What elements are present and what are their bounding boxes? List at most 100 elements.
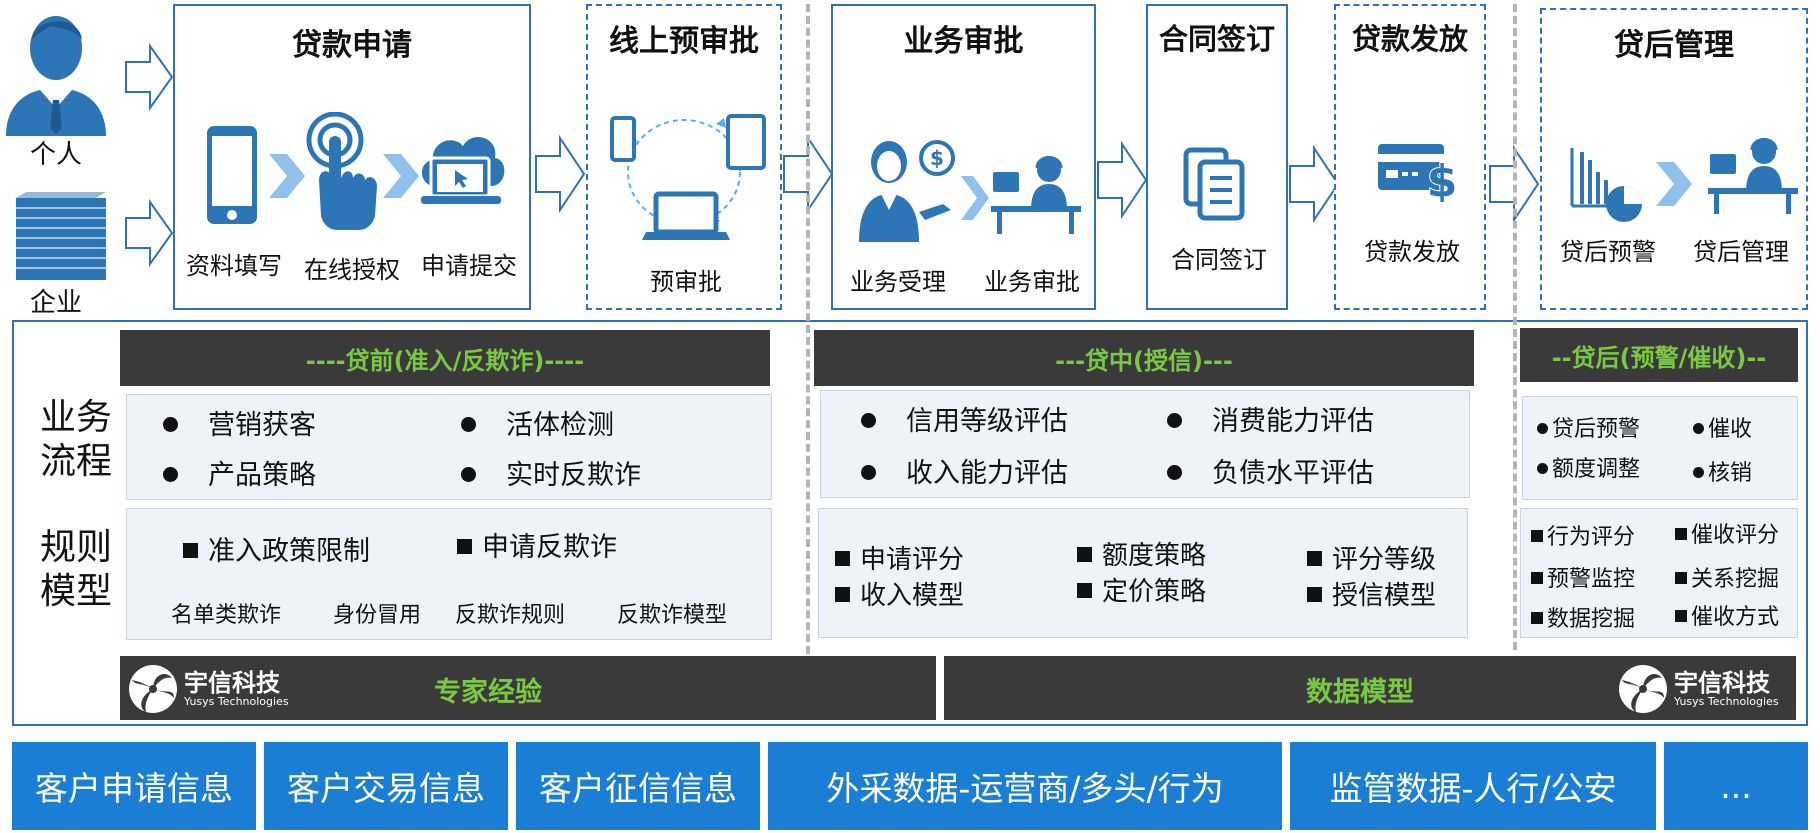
list-item: 评分等级 — [1307, 539, 1436, 576]
stage-title: 贷款发放 — [1351, 22, 1468, 56]
phase-divider — [806, 4, 810, 654]
arrow-right-icon — [125, 198, 174, 268]
list-item: 反欺诈模型 — [617, 603, 728, 628]
step-label: 在线授权 — [304, 256, 400, 284]
list-item: 名单类欺诈 — [171, 603, 282, 628]
step-label: 贷后预警 — [1560, 238, 1656, 266]
bar-chart-icon — [1570, 148, 1642, 222]
list-item: 定价策略 — [1077, 571, 1206, 608]
data-source-item: 客户交易信息 — [264, 742, 508, 830]
stage-post-loan-management: 贷后管理 贷后预警 贷后管理 — [1540, 8, 1808, 310]
touch-hand-icon — [306, 112, 377, 230]
expert-experience-bar: 宇信科技 Yusys Technologies 专家经验 — [120, 656, 936, 720]
list-item: 催收评分 — [1675, 517, 1779, 549]
list-item: 消费能力评估 — [1167, 399, 1374, 438]
individual-label: 个人 — [29, 140, 82, 170]
list-item: 产品策略 — [163, 453, 316, 492]
list-item: 营销获客 — [163, 403, 316, 442]
person-icon — [6, 16, 106, 136]
post-loan-rules-box: 行为评分 催收评分 预警监控 关系挖掘 数据挖掘 催收方式 — [1520, 508, 1798, 638]
building-icon — [16, 192, 106, 280]
data-source-item: 外采数据-运营商/多头/行为 — [768, 742, 1282, 830]
list-item: 授信模型 — [1307, 575, 1436, 612]
step-label: 贷款发放 — [1364, 238, 1460, 266]
step-label: 资料填写 — [186, 252, 282, 280]
data-source-item: 客户申请信息 — [12, 742, 256, 830]
list-item: 催收方式 — [1675, 599, 1779, 631]
enterprise-customer: 企业 — [0, 190, 112, 320]
company-logo: 宇信科技 Yusys Technologies — [128, 664, 289, 714]
data-source-item: 客户征信信息 — [516, 742, 760, 830]
enterprise-label: 企业 — [29, 288, 82, 318]
chevron-right-icon — [961, 176, 989, 220]
stage-title: 线上预审批 — [609, 24, 759, 59]
list-item: 关系挖掘 — [1675, 561, 1779, 593]
mid-loan-header: ---贷中(授信)--- — [814, 330, 1474, 386]
list-item: 额度调整 — [1537, 451, 1640, 483]
step-label: 贷后管理 — [1693, 238, 1789, 266]
post-loan-process-box: 贷后预警 催收 额度调整 核销 — [1522, 396, 1798, 500]
rules-frame — [12, 320, 1808, 726]
logo-english-name: Yusys Technologies — [184, 695, 289, 708]
step-label: 预审批 — [650, 268, 722, 296]
device-sync-icon — [610, 114, 766, 240]
stage-loan-application: 贷款申请 资料填写 在线授权 申请提交 — [173, 4, 531, 310]
reviewer-desk-icon — [991, 156, 1081, 234]
list-item: 实时反欺诈 — [461, 453, 641, 492]
mid-loan-process-box: 信用等级评估 消费能力评估 收入能力评估 负债水平评估 — [820, 390, 1470, 498]
logo-english-name: Yusys Technologies — [1674, 695, 1779, 708]
data-source-item: 监管数据-人行/公安 — [1290, 742, 1656, 830]
data-source-item: ... — [1664, 742, 1808, 830]
data-model-bar: 数据模型 宇信科技 Yusys Technologies — [944, 656, 1796, 720]
step-label: 业务审批 — [984, 268, 1080, 296]
swirl-logo-icon — [1619, 665, 1667, 713]
bar-label: 数据模型 — [1306, 677, 1414, 708]
arrow-right-icon — [535, 134, 586, 214]
pre-loan-rules-box: 准入政策限制 申请反欺诈 名单类欺诈 身份冒用 反欺诈规则 反欺诈模型 — [126, 508, 772, 640]
list-item: 收入能力评估 — [861, 451, 1068, 490]
stage-title: 贷后管理 — [1614, 28, 1734, 63]
pre-loan-header: ----贷前(准入/反欺诈)---- — [120, 330, 770, 386]
phase-divider — [1513, 4, 1517, 650]
list-item: 预警监控 — [1531, 561, 1635, 593]
stage-title: 合同签订 — [1158, 22, 1275, 56]
stage-online-pre-approval: 线上预审批 预审批 — [586, 4, 782, 310]
mid-loan-rules-box: 申请评分 收入模型 额度策略 定价策略 评分等级 授信模型 — [818, 508, 1468, 638]
list-item: 负债水平评估 — [1167, 451, 1374, 490]
logo-name: 宇信科技 — [184, 669, 280, 697]
individual-customer: 个人 — [0, 8, 112, 170]
row-label-rules: 规则 模型 — [39, 527, 112, 612]
list-item: 身份冒用 — [333, 603, 422, 628]
chevron-right-icon — [269, 154, 305, 198]
step-label: 申请提交 — [421, 252, 517, 280]
post-loan-header: --贷后(预警/催收)-- — [1520, 328, 1798, 382]
list-item: 行为评分 — [1531, 519, 1635, 551]
list-item: 信用等级评估 — [861, 399, 1068, 438]
list-item: 数据挖掘 — [1531, 601, 1635, 633]
document-copy-icon — [1183, 147, 1245, 221]
chevron-right-icon — [1656, 162, 1692, 206]
stage-loan-disbursement: 贷款发放 $ 贷款发放 — [1334, 4, 1486, 310]
svg-text:$: $ — [1427, 156, 1458, 202]
row-label-process: 业务 流程 — [39, 397, 112, 482]
list-item: 活体检测 — [461, 403, 614, 442]
pre-loan-process-box: 营销获客 活体检测 产品策略 实时反欺诈 — [126, 394, 772, 500]
svg-text:$: $ — [930, 146, 944, 170]
list-item: 额度策略 — [1077, 535, 1206, 572]
bar-label: 专家经验 — [434, 677, 542, 708]
swirl-logo-icon — [129, 665, 177, 713]
chevron-right-icon — [383, 154, 419, 198]
smartphone-icon — [207, 126, 257, 224]
list-item: 核销 — [1693, 455, 1752, 487]
stage-business-approval: 业务审批 $ 业务受理 业务审批 — [831, 4, 1096, 310]
list-item: 准入政策限制 — [183, 529, 370, 568]
arrow-right-icon — [1097, 140, 1148, 220]
manager-desk-icon — [1708, 138, 1798, 214]
cloud-laptop-icon — [421, 136, 505, 204]
step-label: 业务受理 — [850, 268, 946, 296]
list-item: 催收 — [1693, 411, 1752, 443]
arrow-right-icon — [125, 42, 174, 112]
service-agent-icon: $ — [859, 140, 955, 242]
list-item: 收入模型 — [835, 575, 964, 612]
stage-title: 贷款申请 — [292, 28, 412, 63]
